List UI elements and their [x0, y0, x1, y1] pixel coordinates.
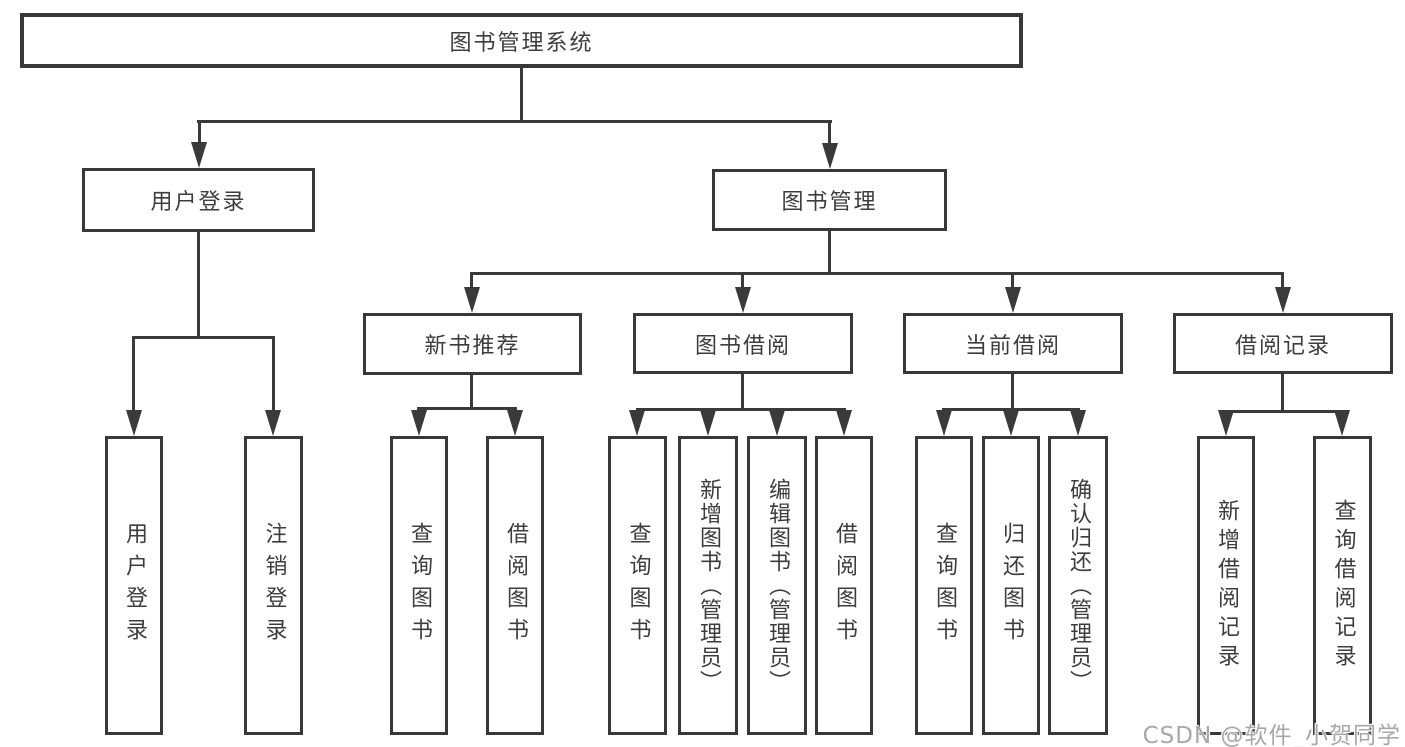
- arrowhead-down: [265, 410, 281, 436]
- leaf-edit-books-admin: 编辑图书（管理员）: [747, 436, 807, 735]
- connector-stem: [132, 336, 135, 412]
- connector-hline: [417, 407, 517, 410]
- arrowhead-down: [191, 142, 207, 168]
- connector-stem: [272, 336, 275, 412]
- leaf-logout: 注销登录: [244, 436, 303, 735]
- leaf-query-books: 查询图书: [915, 436, 973, 735]
- leaf-query-borrow-record: 查询借阅记录: [1313, 436, 1372, 735]
- arrowhead-down: [700, 410, 716, 436]
- connector-stub: [1011, 374, 1014, 410]
- connector-login-stub: [197, 232, 200, 338]
- node-book-management: 图书管理: [712, 169, 947, 231]
- connector-hline: [1224, 410, 1344, 413]
- leaf-borrow-books: 借阅图书: [486, 436, 544, 735]
- node-borrowing-records: 借阅记录: [1173, 313, 1393, 374]
- arrowhead-down: [629, 410, 645, 436]
- arrowhead-down: [735, 287, 751, 313]
- leaf-return-books: 归还图书: [982, 436, 1040, 735]
- arrowhead-down: [1334, 410, 1350, 436]
- connector-login-hline: [132, 336, 275, 339]
- node-current-borrowing: 当前借阅: [903, 313, 1123, 374]
- arrowhead-down: [1005, 287, 1021, 313]
- connector-level2-hline: [197, 120, 832, 123]
- connector-stem: [1011, 272, 1014, 292]
- arrowhead-down: [507, 410, 523, 436]
- arrowhead-down: [836, 410, 852, 436]
- connector-stem: [1281, 272, 1284, 292]
- node-new-book-recommend: 新书推荐: [363, 313, 582, 375]
- arrowhead-down: [1275, 287, 1291, 313]
- arrowhead-down: [936, 410, 952, 436]
- leaf-query-books: 查询图书: [608, 436, 667, 735]
- leaf-query-books: 查询图书: [390, 436, 448, 735]
- arrowhead-down: [411, 410, 427, 436]
- leaf-add-borrow-record: 新增借阅记录: [1197, 436, 1255, 735]
- connector-stem: [741, 272, 744, 292]
- leaf-borrow-books: 借阅图书: [815, 436, 873, 735]
- leaf-user-login: 用户登录: [105, 436, 163, 735]
- connector-root-stub: [520, 68, 523, 122]
- connector-hline: [636, 408, 846, 411]
- arrowhead-down: [1070, 410, 1086, 436]
- connector-stub: [1281, 374, 1284, 412]
- node-book-borrowing: 图书借阅: [633, 313, 853, 374]
- arrowhead-down: [126, 410, 142, 436]
- arrowhead-down: [1218, 410, 1234, 436]
- connector-level3-hline: [470, 272, 1284, 275]
- connector-stem: [198, 120, 201, 148]
- connector-stub: [741, 374, 744, 410]
- arrowhead-down: [822, 143, 838, 169]
- node-library-management-system: 图书管理系统: [20, 13, 1023, 68]
- arrowhead-down: [769, 410, 785, 436]
- csdn-watermark: CSDN @软件_小贺同学: [1142, 723, 1401, 747]
- connector-stem: [828, 120, 831, 148]
- connector-management-stub: [828, 231, 831, 274]
- node-user-login: 用户登录: [82, 168, 315, 232]
- connector-stub: [470, 375, 473, 409]
- leaf-confirm-return-admin: 确认归还（管理员）: [1048, 436, 1108, 735]
- arrowhead-down: [1003, 410, 1019, 436]
- arrowhead-down: [464, 287, 480, 313]
- connector-stem: [470, 272, 473, 292]
- leaf-add-books-admin: 新增图书（管理员）: [678, 436, 738, 735]
